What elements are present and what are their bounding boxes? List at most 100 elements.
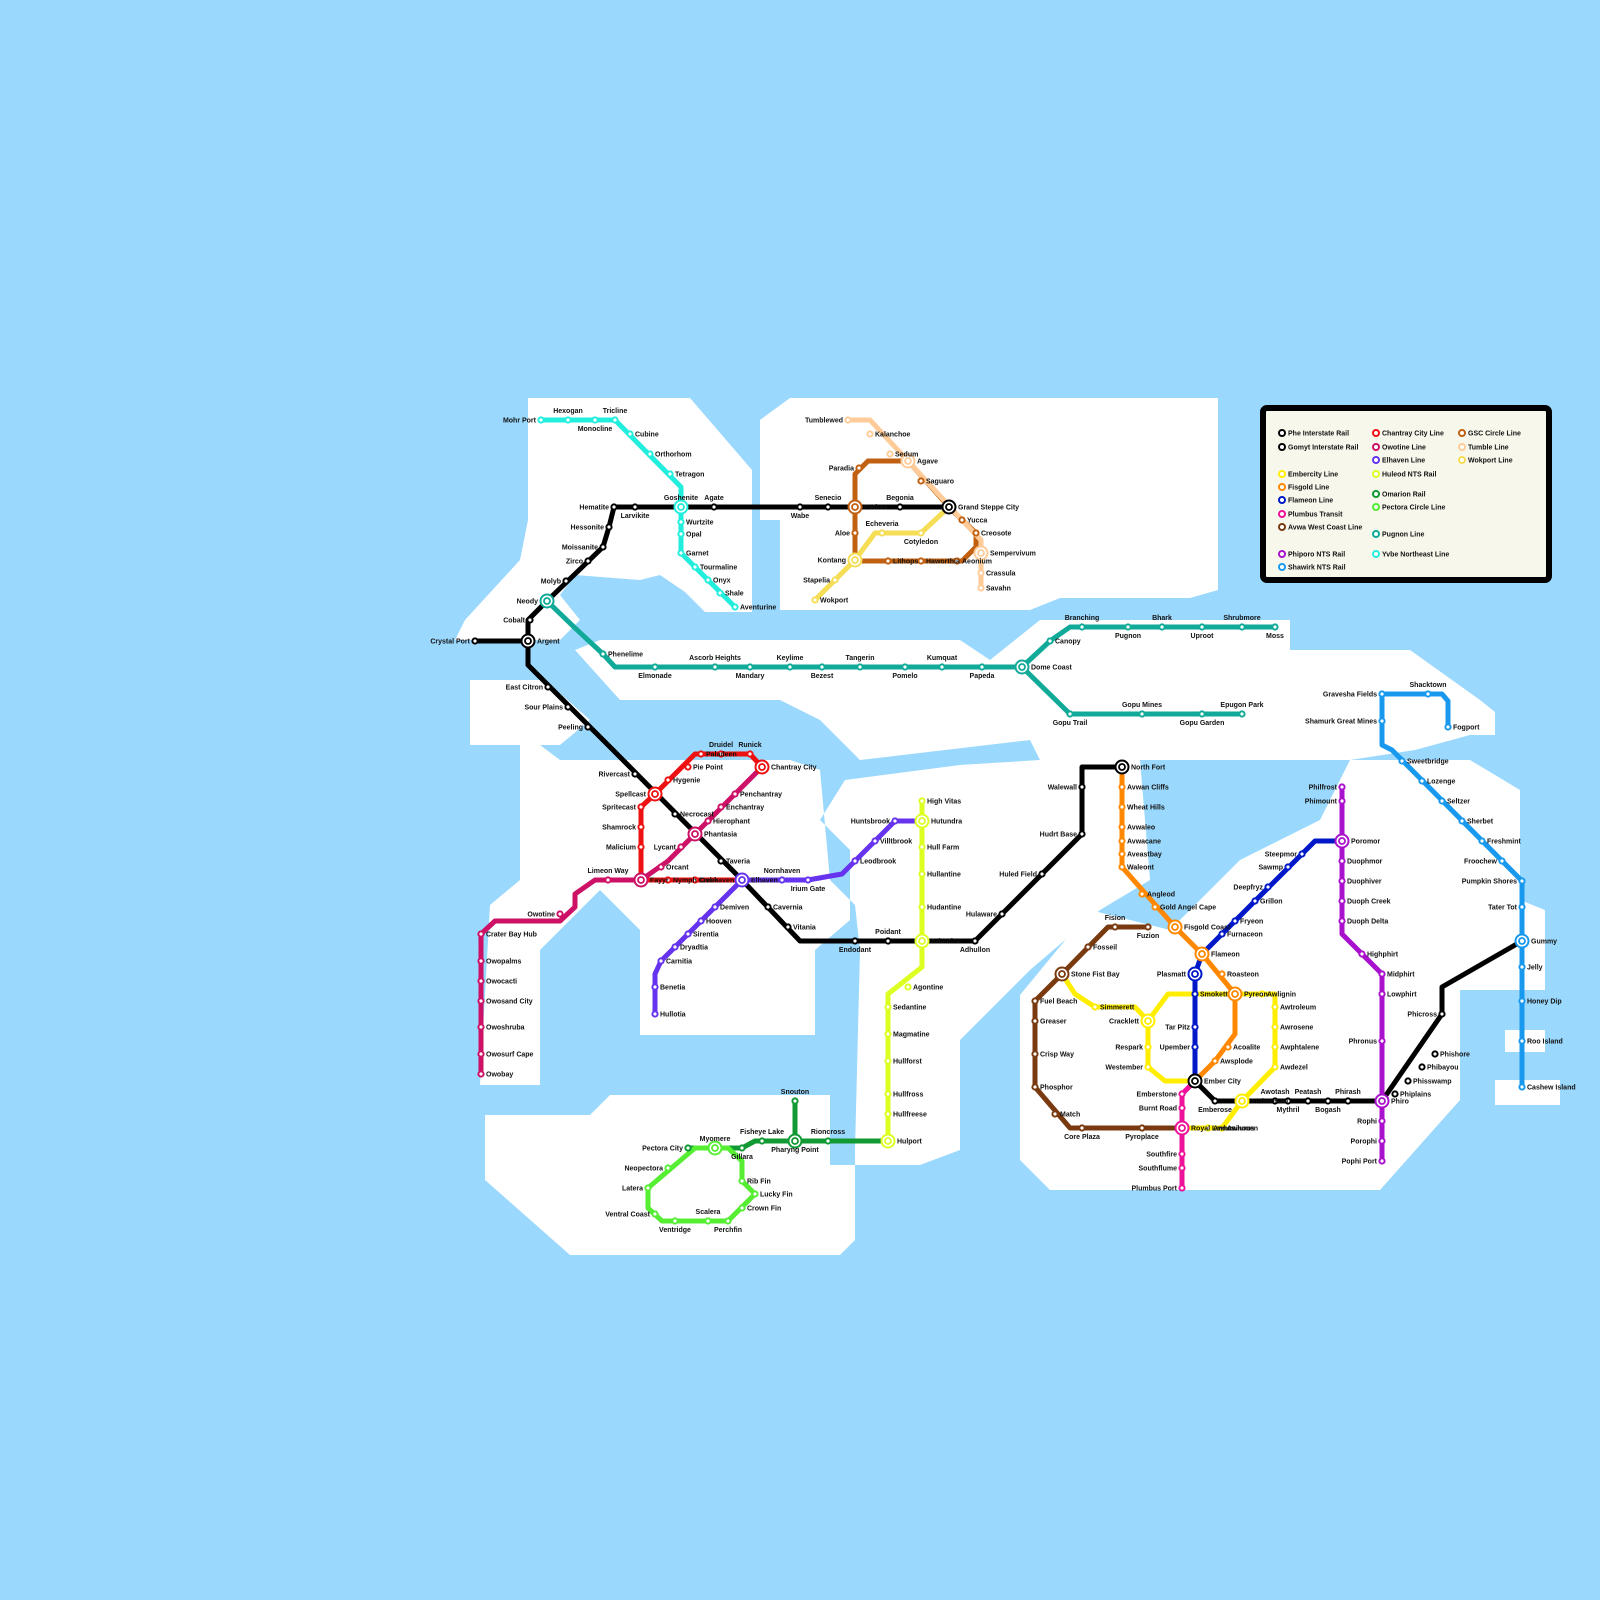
station-cotyledon[interactable]	[918, 530, 923, 535]
station-owotine[interactable]	[557, 911, 562, 916]
station-freshmint[interactable]	[1479, 838, 1484, 843]
station-steepmor[interactable]	[1299, 851, 1304, 856]
station-phosphor[interactable]	[1032, 1084, 1037, 1089]
station-hudrt-base[interactable]	[1079, 831, 1084, 836]
station-carnitia[interactable]	[658, 958, 663, 963]
station-east-citron[interactable]	[545, 684, 550, 689]
station-enchantray[interactable]	[718, 804, 723, 809]
station-senecio[interactable]	[825, 504, 830, 509]
station-owoshruba[interactable]	[478, 1024, 483, 1029]
station-phimount[interactable]	[1339, 798, 1344, 803]
station-mohr-port[interactable]	[538, 417, 543, 422]
station-epugon-park[interactable]	[1239, 711, 1244, 716]
station-fosseil[interactable]	[1085, 944, 1090, 949]
station-nornhaven[interactable]	[779, 877, 784, 882]
station-perchfin[interactable]	[725, 1218, 730, 1223]
station-wokport[interactable]	[812, 597, 817, 602]
station-cubine[interactable]	[627, 431, 632, 436]
station-roasteon[interactable]	[1219, 971, 1224, 976]
station-porophi[interactable]	[1379, 1138, 1384, 1143]
station-furnaceon[interactable]	[1219, 931, 1224, 936]
station-magmatine[interactable]	[885, 1031, 890, 1036]
station-crown-fin[interactable]	[739, 1205, 744, 1210]
station-duoph-creek[interactable]	[1339, 898, 1344, 903]
station-fision[interactable]	[1112, 924, 1117, 929]
station-latera[interactable]	[645, 1185, 650, 1190]
station-bezest[interactable]	[819, 664, 824, 669]
station-high-vitas[interactable]	[919, 798, 924, 803]
station-huntsbrook[interactable]	[892, 818, 897, 823]
station-duophiver[interactable]	[1339, 878, 1344, 883]
station-larvikite[interactable]	[632, 504, 637, 509]
station-peatash[interactable]	[1305, 1098, 1310, 1103]
station-rioncross[interactable]	[825, 1138, 830, 1143]
station-orthorhom[interactable]	[647, 451, 652, 456]
station-shrubmore[interactable]	[1239, 624, 1244, 629]
station-ascorb-heights[interactable]	[712, 664, 717, 669]
station-onyx[interactable]	[705, 577, 710, 582]
station-cobalt[interactable]	[527, 617, 532, 622]
station-gopu-trail[interactable]	[1067, 711, 1072, 716]
station-scalera[interactable]	[705, 1218, 710, 1223]
station-fisheye-lake[interactable]	[759, 1138, 764, 1143]
station-paradia[interactable]	[856, 465, 861, 470]
station-awrosene[interactable]	[1272, 1024, 1277, 1029]
station-fogport[interactable]	[1445, 724, 1450, 729]
station-jelly[interactable]	[1519, 964, 1524, 969]
station-moss[interactable]	[1272, 624, 1277, 629]
station-owobay[interactable]	[478, 1071, 483, 1076]
station-phishore[interactable]	[1432, 1051, 1437, 1056]
station-waleont[interactable]	[1119, 864, 1124, 869]
station-owosurf-cape[interactable]	[478, 1051, 483, 1056]
station-sweetbridge[interactable]	[1399, 758, 1404, 763]
station-grillon[interactable]	[1252, 898, 1257, 903]
station-necrocast[interactable]	[672, 811, 677, 816]
station-froochew[interactable]	[1499, 858, 1504, 863]
station-taveria[interactable]	[718, 858, 723, 863]
station-avwaleo[interactable]	[1119, 824, 1124, 829]
station-wabe[interactable]	[797, 504, 802, 509]
station-molyb[interactable]	[563, 578, 568, 583]
station-canopy[interactable]	[1047, 638, 1052, 643]
station-highphirt[interactable]	[1359, 951, 1364, 956]
station-phisswamp[interactable]	[1405, 1078, 1410, 1083]
station-malicium[interactable]	[638, 844, 643, 849]
station-shacktown[interactable]	[1425, 691, 1430, 696]
station-aventurine[interactable]	[732, 604, 737, 609]
station-irium-gate[interactable]	[805, 877, 810, 882]
station-pomelo[interactable]	[902, 664, 907, 669]
station-phenelime[interactable]	[600, 651, 605, 656]
station-runick[interactable]	[747, 751, 752, 756]
station-core-plaza[interactable]	[1079, 1125, 1084, 1130]
station-vitania[interactable]	[785, 924, 790, 929]
station-garnet[interactable]	[678, 550, 683, 555]
station-rivercast[interactable]	[632, 771, 637, 776]
station-ventridge[interactable]	[672, 1218, 677, 1223]
station-ventral-coast[interactable]	[652, 1211, 657, 1216]
station-aloe[interactable]	[852, 530, 857, 535]
station-angleod[interactable]	[1139, 891, 1144, 896]
station-uproot[interactable]	[1199, 624, 1204, 629]
station-greaser[interactable]	[1032, 1018, 1037, 1023]
station-gillara[interactable]	[739, 1145, 744, 1150]
station-awsplode[interactable]	[1212, 1058, 1217, 1063]
station-hessonite[interactable]	[606, 524, 611, 529]
station-walewall[interactable]	[1079, 784, 1084, 789]
station-tricline[interactable]	[612, 417, 617, 422]
station-lithops[interactable]	[885, 558, 890, 563]
station-leodbrook[interactable]	[852, 858, 857, 863]
station-owosand-city[interactable]	[478, 998, 483, 1003]
station-yucca[interactable]	[959, 517, 964, 522]
station-pectora-city[interactable]	[685, 1145, 690, 1150]
station-pie-point[interactable]	[685, 764, 690, 769]
station-smokett[interactable]	[1192, 991, 1197, 996]
station-phronus[interactable]	[1379, 1038, 1384, 1043]
station-respark[interactable]	[1145, 1044, 1150, 1049]
station-rophi[interactable]	[1379, 1118, 1384, 1123]
station-savahn[interactable]	[978, 585, 983, 590]
station-emberstone[interactable]	[1179, 1091, 1184, 1096]
station-phicross[interactable]	[1439, 1011, 1444, 1016]
station-owocacti[interactable]	[478, 978, 483, 983]
station-sherbet[interactable]	[1459, 818, 1464, 823]
station-hullfreese[interactable]	[885, 1111, 890, 1116]
